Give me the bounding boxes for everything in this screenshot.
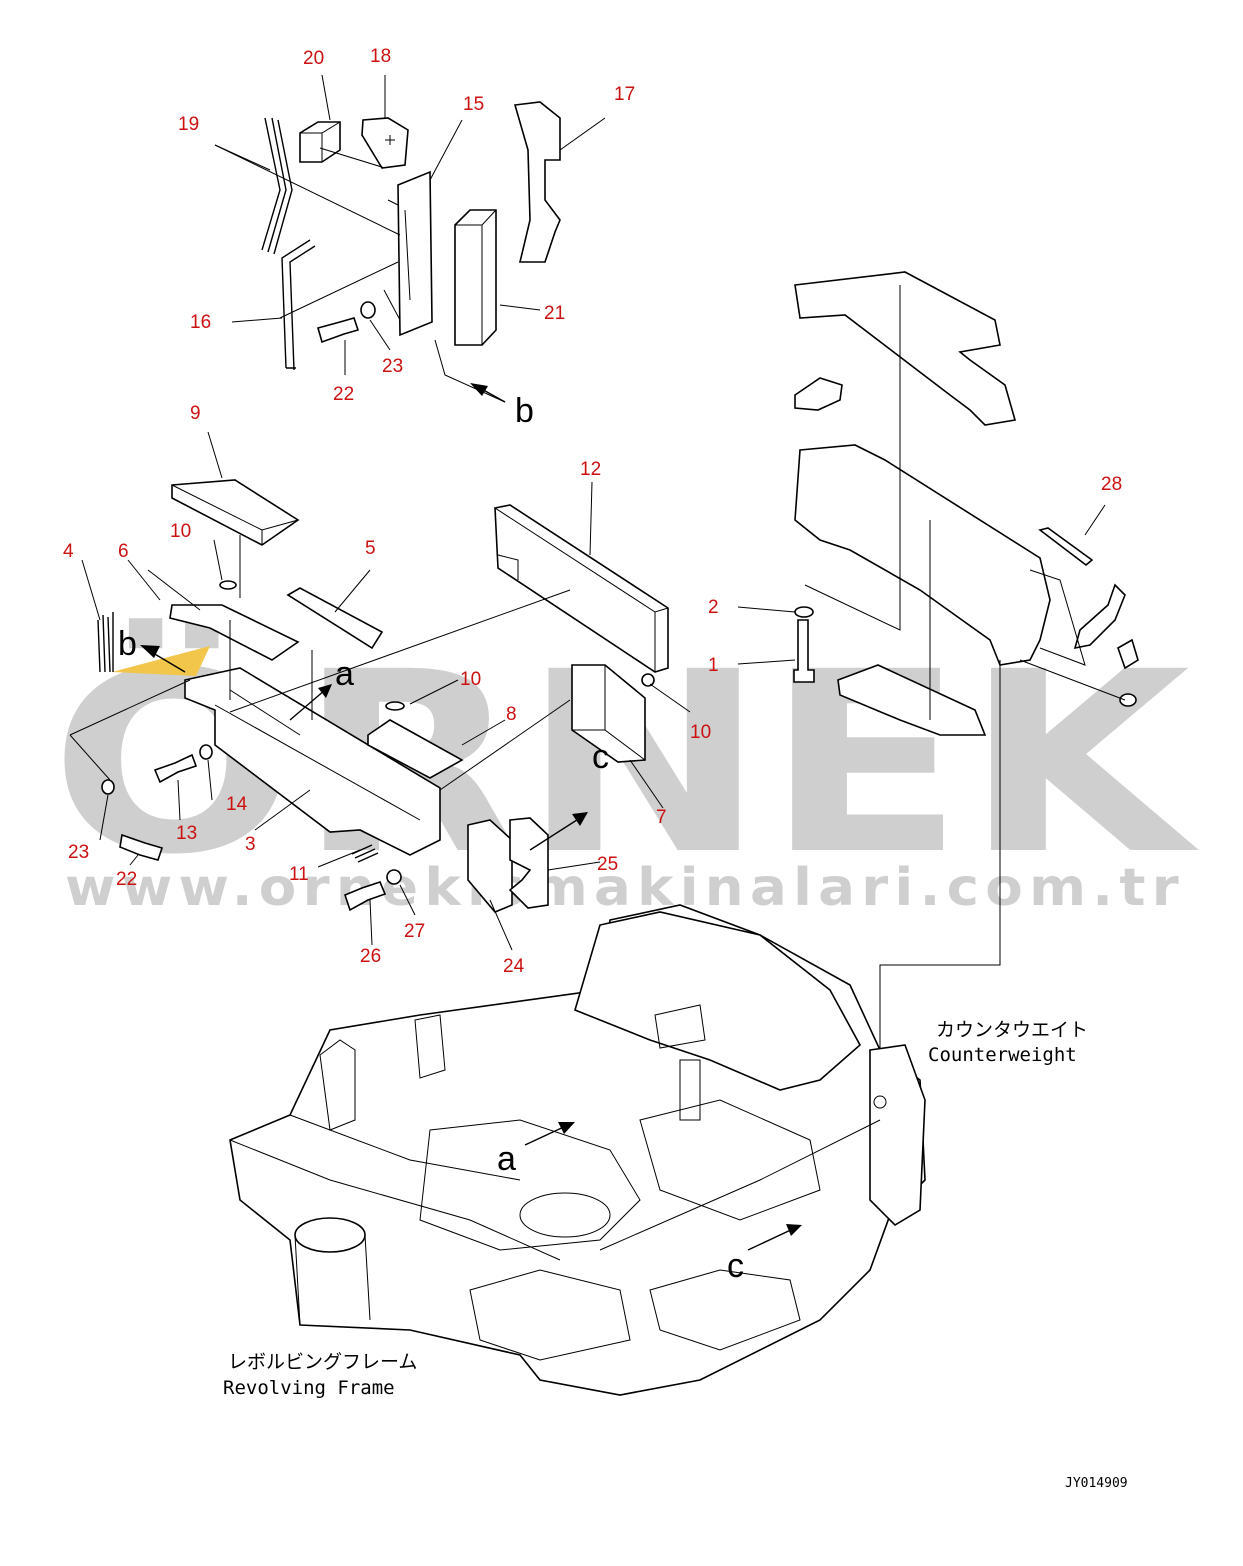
frame-label-en: Revolving Frame (223, 1377, 395, 1399)
swing-post (294, 1217, 366, 1253)
view-letter-c-frame: c (727, 1247, 744, 1285)
callout-22-bottom: 22 (116, 869, 137, 890)
callout-17: 17 (614, 84, 635, 105)
callout-10-a: 10 (170, 521, 191, 542)
part-8 (367, 719, 464, 779)
frame-tower (574, 911, 862, 1091)
part-13 (153, 753, 198, 784)
captions: カウンタウエイト Counterweight レボルビングフレーム JY0149… (223, 1019, 1128, 1491)
part-22-bottom (119, 833, 164, 861)
part-21 (454, 209, 497, 346)
view-letter-a-top: a (335, 655, 354, 693)
callout-22-top: 22 (333, 384, 354, 405)
frame-label-jp: レボルビングフレーム (228, 1351, 417, 1373)
callout-19: 19 (178, 114, 199, 135)
watermark-accent-icon (112, 646, 210, 676)
callout-2: 2 (708, 597, 719, 618)
part-5 (286, 587, 384, 650)
part-28 (1038, 527, 1094, 567)
part-25 (508, 817, 549, 909)
callout-14: 14 (226, 794, 248, 815)
part-26 (344, 881, 387, 912)
callout-10-c: 10 (690, 722, 711, 743)
callout-3: 3 (245, 834, 256, 855)
callout-16: 16 (190, 312, 211, 333)
callout-18: 18 (370, 46, 391, 67)
callout-24: 24 (503, 956, 525, 977)
part-10-a (219, 580, 237, 590)
view-letters: b b a c a c (118, 392, 744, 1285)
part-19 (261, 117, 293, 255)
callout-21: 21 (544, 303, 565, 324)
bottom-plate (837, 664, 987, 736)
part-15 (397, 170, 433, 337)
callout-15: 15 (463, 94, 484, 115)
part-14 (199, 744, 213, 760)
callout-6: 6 (118, 541, 129, 562)
lower-bracket (794, 444, 1051, 666)
part-22-top (317, 317, 360, 344)
callout-27: 27 (404, 921, 425, 942)
part-27 (386, 869, 402, 885)
callout-23-bottom: 23 (68, 842, 89, 863)
part-16 (281, 239, 316, 371)
side-bolt (1117, 638, 1139, 670)
upper-bracket (794, 271, 1017, 426)
counterweight-label-jp: カウンタウエイト (936, 1019, 1088, 1041)
callout-1: 1 (708, 655, 719, 676)
part-23-bottom (101, 779, 115, 795)
callout-8: 8 (506, 704, 517, 725)
revolving-frame (229, 904, 926, 1396)
callout-11: 11 (289, 864, 309, 885)
part-6 (169, 604, 300, 661)
counterweight-body (869, 1044, 926, 1227)
callout-4: 4 (63, 541, 74, 562)
part-20 (299, 121, 341, 163)
part-24 (467, 819, 513, 913)
part-4 (97, 612, 114, 673)
drawing-code: JY014909 (1065, 1476, 1128, 1491)
view-letter-b-top: b (515, 392, 534, 430)
part-10-b (385, 701, 405, 711)
callout-12: 12 (580, 459, 601, 480)
callout-5: 5 (365, 538, 376, 559)
middle-assembly (69, 431, 691, 951)
small-block (794, 377, 843, 411)
view-letter-c-top: c (592, 738, 609, 776)
callout-10-b: 10 (460, 669, 481, 690)
view-letter-b-left: b (118, 625, 137, 663)
callout-26: 26 (360, 946, 381, 967)
side-plate (1073, 583, 1126, 650)
callouts: 20 18 15 17 19 16 22 23 21 9 12 28 10 4 … (63, 46, 1122, 977)
counterweight-label-en: Counterweight (928, 1044, 1077, 1066)
part-23-top (360, 301, 376, 319)
right-assembly (737, 271, 1139, 1100)
callout-9: 9 (190, 403, 201, 424)
part-11 (351, 844, 379, 863)
callout-28: 28 (1101, 474, 1122, 495)
part-17 (513, 101, 561, 263)
part-12 (494, 504, 669, 673)
part-2 (794, 606, 814, 618)
view-letter-a-frame: a (497, 1140, 516, 1178)
top-assembly (214, 74, 606, 403)
callout-23-top: 23 (382, 356, 403, 377)
side-washer (1119, 693, 1137, 707)
part-10-c (641, 673, 655, 687)
callout-20: 20 (303, 48, 324, 69)
callout-7: 7 (656, 807, 667, 828)
part-18 (361, 117, 409, 169)
watermark-url: www.ornekismakinalari.com.tr (65, 858, 1185, 918)
part-1 (793, 619, 815, 683)
callout-13: 13 (176, 823, 197, 844)
callout-25: 25 (597, 854, 618, 875)
